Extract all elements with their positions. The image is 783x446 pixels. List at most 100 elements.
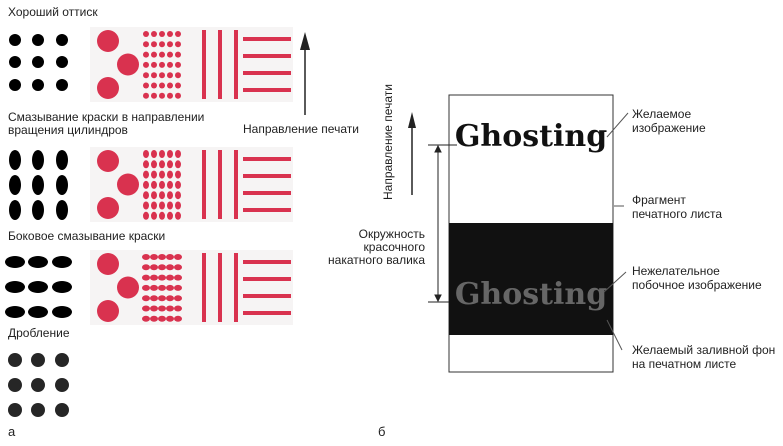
small-red-dot [142, 315, 150, 322]
red-vertical-line [234, 30, 238, 99]
red-horizontal-line [243, 54, 291, 58]
red-vertical-line [202, 150, 206, 219]
small-red-dot [175, 41, 181, 48]
black-dot [56, 79, 68, 91]
small-red-dot [151, 191, 157, 200]
small-red-dot [151, 201, 157, 210]
black-dot-samples [5, 34, 72, 417]
small-red-dot [143, 51, 149, 58]
red-horizontal-line [243, 157, 291, 161]
small-red-dot [143, 41, 149, 48]
row-label-side-slur: Боковое смазывание краски [8, 229, 165, 243]
small-red-dot [150, 295, 158, 302]
small-red-dot [175, 160, 181, 169]
red-horizontal-line [243, 311, 291, 315]
red-horizontal-line [243, 174, 291, 178]
black-dot [8, 353, 22, 367]
small-red-dot [175, 61, 181, 68]
small-red-dot [151, 150, 157, 158]
small-red-dot [150, 315, 158, 322]
red-horizontal-line [243, 260, 291, 264]
black-dot [32, 175, 44, 195]
small-red-dot [167, 92, 173, 99]
small-red-dot [166, 284, 174, 291]
red-horizontal-line [243, 208, 291, 212]
small-red-dot [159, 82, 165, 89]
small-red-dot [174, 274, 182, 281]
black-dot [52, 306, 72, 318]
small-red-dot [158, 254, 166, 260]
small-red-dot [159, 31, 165, 37]
small-red-dot [142, 295, 150, 302]
small-red-dot [151, 51, 157, 58]
small-red-dot [158, 284, 166, 291]
red-horizontal-line [243, 37, 291, 41]
roller-label-2: красочного [364, 240, 426, 254]
solid-fill-area [449, 223, 613, 335]
small-red-dot [159, 170, 165, 179]
small-red-dot [167, 150, 173, 158]
small-red-dot [142, 254, 150, 260]
small-red-dot [159, 191, 165, 200]
small-red-dot [175, 72, 181, 79]
red-print-samples [90, 27, 293, 325]
black-dot [56, 56, 68, 68]
black-dot [5, 306, 25, 318]
small-red-dot [175, 51, 181, 58]
desired-image-text: Ghosting [455, 119, 607, 154]
small-red-dot [167, 51, 173, 58]
black-dot [31, 403, 45, 417]
small-red-dot [150, 284, 158, 291]
small-red-dot [150, 274, 158, 281]
small-red-dot [167, 170, 173, 179]
black-dot [28, 306, 48, 318]
red-vertical-line [218, 30, 222, 99]
small-red-dot [150, 305, 158, 312]
print-direction-label: Направление печати [243, 122, 359, 136]
small-red-dot [166, 254, 174, 260]
small-red-dot [151, 41, 157, 48]
black-dot [28, 281, 48, 293]
black-dot [32, 34, 44, 46]
black-dot [55, 403, 69, 417]
small-red-dot [174, 295, 182, 302]
red-vertical-line [218, 253, 222, 322]
small-red-dot [142, 284, 150, 291]
red-horizontal-line [243, 71, 291, 75]
callout-desired-2: изображение [632, 121, 706, 135]
black-dot [31, 353, 45, 367]
small-red-dot [174, 315, 182, 322]
small-red-dot [159, 150, 165, 158]
print-direction-vertical-label: Направление печати [381, 84, 395, 200]
roller-label-3: накатного валика [328, 253, 425, 267]
black-dot [5, 256, 25, 268]
small-red-dot [175, 201, 181, 210]
print-direction-arrow [300, 32, 310, 115]
black-dot [8, 403, 22, 417]
small-red-dot [143, 92, 149, 99]
black-dot [56, 175, 68, 195]
red-vertical-line [234, 253, 238, 322]
small-red-dot [166, 305, 174, 312]
small-red-dot [143, 61, 149, 68]
black-dot [9, 79, 21, 91]
small-red-dot [166, 315, 174, 322]
black-dot [9, 34, 21, 46]
small-red-dot [143, 180, 149, 189]
large-red-dot [117, 173, 139, 196]
callout-leaders [603, 112, 629, 351]
row-label-good: Хороший оттиск [8, 5, 98, 19]
small-red-dot [142, 305, 150, 312]
callout-ghost-2: побочное изображение [632, 278, 762, 292]
red-vertical-line [202, 253, 206, 322]
small-red-dot [167, 180, 173, 189]
small-red-dot [159, 72, 165, 79]
small-red-dot [151, 180, 157, 189]
small-red-dot [158, 264, 166, 271]
small-red-dot [174, 305, 182, 312]
small-red-dot [166, 274, 174, 281]
small-red-dot [159, 211, 165, 220]
small-red-dot [174, 254, 182, 260]
small-red-dot [167, 61, 173, 68]
